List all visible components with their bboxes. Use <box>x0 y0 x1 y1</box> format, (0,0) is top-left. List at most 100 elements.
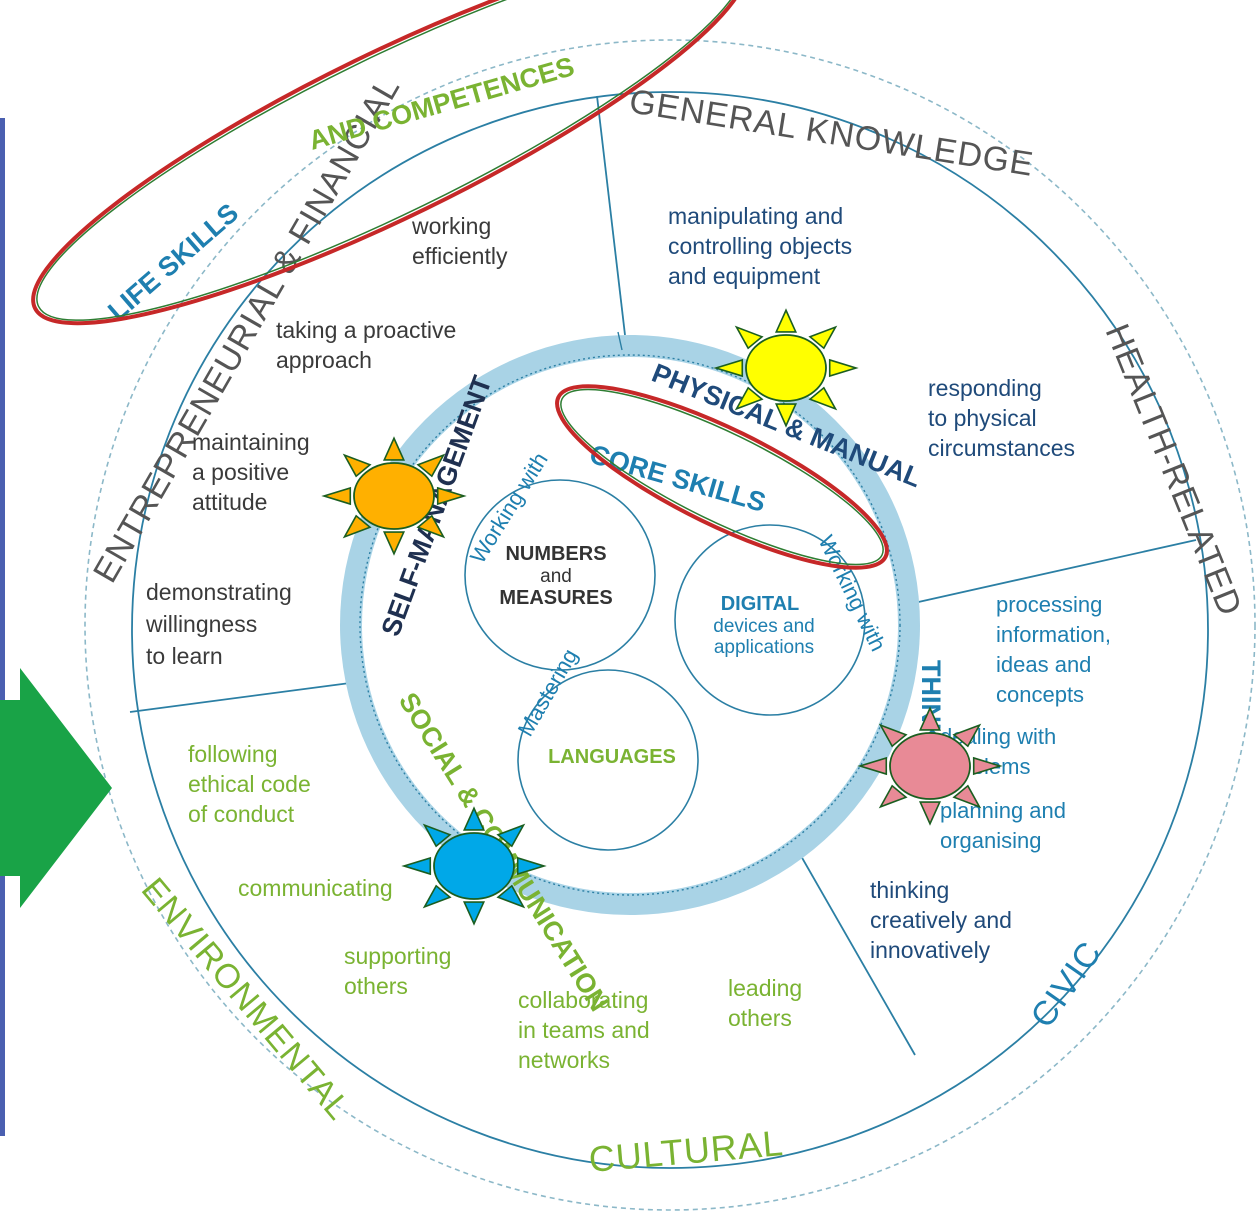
highlight-ellipse-core-inner <box>560 388 884 566</box>
numbers-line-2: and <box>540 566 572 587</box>
sun-pink-ray <box>857 756 888 776</box>
sun-pink-ray <box>878 784 908 809</box>
skill-planning-2: organising <box>940 828 1042 853</box>
sun-yellow-icon <box>713 308 859 428</box>
digital-line-1: DIGITAL <box>721 593 800 615</box>
sun-blue-body <box>433 832 515 900</box>
divider-lower-right <box>784 827 916 1056</box>
skill-collaborating-3: networks <box>518 1047 610 1073</box>
sun-blue-ray <box>422 823 452 848</box>
divider-top <box>596 95 626 336</box>
skill-ethical-2: ethical code <box>188 771 311 797</box>
skills-entrepreneurial: working efficiently taking a proactive a… <box>145 213 508 669</box>
sun-blue-ray <box>496 823 526 848</box>
skill-ethical-3: of conduct <box>188 801 295 827</box>
sun-yellow-body <box>745 334 827 402</box>
sun-orange-body <box>353 462 435 530</box>
skill-collaborating-1: collaborating <box>518 987 648 1013</box>
numbers-line-3: MEASURES <box>499 587 612 609</box>
band-divider <box>617 331 623 351</box>
sun-yellow-ray <box>734 325 764 350</box>
skill-willingness-1: demonstrating <box>146 579 292 605</box>
skill-processing-2: information, <box>996 622 1111 647</box>
skill-processing-1: processing <box>996 592 1102 617</box>
skill-manipulating-1: manipulating and <box>668 203 843 229</box>
highlight-ellipse-title-inner <box>36 0 744 321</box>
sun-blue-ray <box>462 806 486 831</box>
skill-leading-1: leading <box>728 975 802 1001</box>
sun-orange-icon <box>321 436 467 556</box>
skill-creatively-3: innovatively <box>870 937 991 963</box>
sun-yellow-ray <box>713 358 744 378</box>
sun-pink-body <box>889 732 971 800</box>
divider-right <box>904 539 1197 606</box>
skill-responding-2: to physical <box>928 405 1037 431</box>
skill-manipulating-2: controlling objects <box>668 233 852 259</box>
sun-pink-ray <box>918 706 942 731</box>
languages-line-1: LANGUAGES <box>548 746 676 768</box>
skill-proactive-2: approach <box>276 347 372 373</box>
sun-yellow-ray <box>734 386 764 411</box>
sun-yellow-ray <box>808 325 838 350</box>
skill-manipulating-3: and equipment <box>668 263 821 289</box>
skill-band-dotted-edge <box>359 354 901 896</box>
digital-line-2: devices and <box>713 616 814 637</box>
sun-blue-ray <box>516 856 547 876</box>
sun-pink-icon <box>857 706 1003 826</box>
sun-decorations <box>321 308 1003 926</box>
sun-blue-ray <box>401 856 432 876</box>
sun-orange-ray <box>342 453 372 478</box>
skill-communicating: communicating <box>238 875 393 901</box>
sun-yellow-ray <box>828 358 859 378</box>
skill-leading-2: others <box>728 1005 792 1031</box>
skill-processing-3: ideas and <box>996 652 1091 677</box>
divider-left <box>129 682 351 713</box>
digital-circle <box>674 524 866 716</box>
digital-line-3: applications <box>714 637 814 658</box>
skill-responding-3: circumstances <box>928 435 1075 461</box>
skill-responding-1: responding <box>928 375 1042 401</box>
sun-orange-ray <box>382 531 406 556</box>
skill-collaborating-2: in teams and <box>518 1017 650 1043</box>
skill-creatively-1: thinking <box>870 877 949 903</box>
skill-positive-2: a positive <box>192 459 289 485</box>
sun-blue-ray <box>462 901 486 926</box>
skill-ethical-1: following <box>188 741 278 767</box>
sun-pink-ray <box>952 723 982 748</box>
sun-orange-ray <box>436 486 467 506</box>
skill-working-efficiently-2: efficiently <box>412 243 508 269</box>
skills-general-health: manipulating and controlling objects and… <box>668 203 1075 461</box>
skill-proactive-1: taking a proactive <box>276 317 456 343</box>
sun-blue-icon <box>401 806 547 926</box>
frame-border <box>0 118 5 1136</box>
sun-pink-ray <box>878 723 908 748</box>
sun-orange-ray <box>382 436 406 461</box>
sun-yellow-ray <box>774 403 798 428</box>
skills-civic: thinking creatively and innovatively <box>870 877 1012 963</box>
sun-orange-ray <box>416 514 446 539</box>
sun-orange-ray <box>342 514 372 539</box>
skills-thinking: processing information, ideas and concep… <box>940 592 1111 853</box>
sun-orange-ray <box>416 453 446 478</box>
outer-dashed-ring <box>84 39 1256 1211</box>
skill-supporting-1: supporting <box>344 943 451 969</box>
skill-creatively-2: creatively and <box>870 907 1012 933</box>
highlight-ellipse-core <box>555 384 889 570</box>
skill-processing-4: concepts <box>996 682 1084 707</box>
sun-pink-ray <box>952 784 982 809</box>
sun-yellow-ray <box>808 386 838 411</box>
sun-pink-ray <box>918 801 942 826</box>
skill-positive-3: attitude <box>192 489 267 515</box>
numbers-circle <box>464 479 656 671</box>
highlight-ellipse-title <box>31 0 749 326</box>
sun-pink-ray <box>972 756 1003 776</box>
sector-dividers <box>129 95 1197 1056</box>
sun-blue-ray <box>496 884 526 909</box>
skill-positive-1: maintaining <box>192 429 310 455</box>
sun-blue-ray <box>422 884 452 909</box>
skill-willingness-3: to learn <box>146 643 223 669</box>
skill-willingness-2: willingness <box>145 611 257 637</box>
skill-supporting-2: others <box>344 973 408 999</box>
languages-circle <box>517 669 699 851</box>
